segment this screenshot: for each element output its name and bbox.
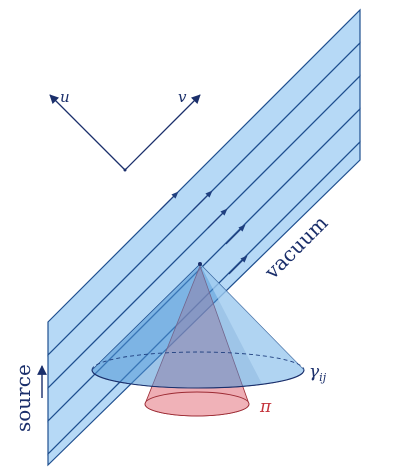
flow-arrow — [225, 224, 246, 245]
gamma-ij-label: γij — [309, 362, 327, 384]
blue-cone — [91, 262, 305, 389]
pi-label: π — [259, 397, 272, 417]
v-axis-label: v — [178, 88, 187, 106]
cone-apex-point — [198, 262, 202, 266]
blue-cone-highlight — [200, 264, 304, 384]
flow-arrow — [228, 255, 248, 275]
red-cone-base — [144, 391, 250, 417]
origin-point — [123, 168, 127, 172]
gamma-subscript: ij — [319, 371, 327, 384]
flow-arrow — [192, 190, 213, 211]
blue-cone-base-front — [91, 369, 305, 389]
blue-cone-base-back — [91, 351, 305, 371]
flow-arrow — [207, 208, 228, 229]
v-axis-arrow — [124, 94, 201, 171]
gamma-symbol: γ — [309, 362, 320, 382]
flow-arrow — [159, 191, 179, 211]
u-axis-arrow — [49, 94, 126, 171]
source-label: source — [11, 364, 35, 432]
u-axis-label: u — [60, 88, 70, 106]
null-axes: u v — [49, 88, 201, 172]
